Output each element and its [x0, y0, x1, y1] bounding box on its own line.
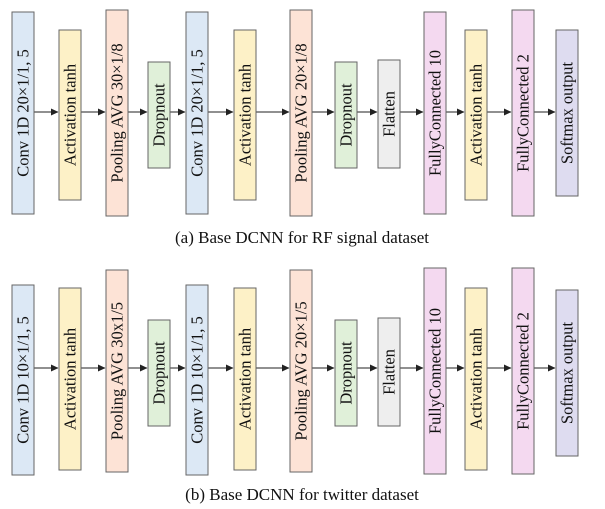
layer-block-rect	[464, 287, 488, 471]
layer-block-rect	[185, 284, 209, 476]
layer-label: FullyConnected 10	[426, 308, 445, 434]
layer-block-softmax: Softmax output	[555, 289, 579, 457]
layer-block-pooling: Pooling AVG 30×1/8	[105, 9, 129, 217]
layer-block-conv: Conv 1D 10×1/1, 5	[11, 284, 35, 476]
layer-block-fully-connected: FullyConnected 10	[423, 11, 447, 215]
layer-label: Softmax output	[558, 321, 577, 424]
layer-block-rect	[423, 11, 447, 215]
layer-block-flatten: Flatten	[377, 59, 401, 169]
layer-block-rect	[185, 11, 209, 215]
layer-label: Activation tanh	[467, 327, 486, 430]
layer-block-activation: Activation tanh	[233, 29, 257, 201]
layer-label: Activation tanh	[61, 63, 80, 166]
layer-block-rect	[105, 269, 129, 473]
layer-block-rect	[58, 287, 82, 471]
diagram-caption: (b) Base DCNN for twitter dataset	[185, 485, 419, 504]
layer-label: Conv 1D 10×1/1, 5	[188, 316, 207, 444]
diagram-twitter: Conv 1D 10×1/1, 5 Activation tanh Pooling …	[11, 267, 579, 504]
layer-label: Conv 1D 20×1/1, 5	[188, 49, 207, 177]
layer-block-rect	[233, 287, 257, 471]
layer-block-activation: Activation tanh	[464, 29, 488, 201]
layer-block-conv: Conv 1D 20×1/1, 5	[185, 11, 209, 215]
layer-block-rect	[555, 289, 579, 457]
layer-label: Conv 1D 10×1/1, 5	[14, 316, 33, 444]
layer-block-rect	[58, 29, 82, 201]
layer-block-pooling: Pooling AVG 20×1/5	[289, 269, 313, 473]
layer-block-rect	[105, 9, 129, 217]
layer-block-fully-connected: FullyConnected 10	[423, 267, 447, 475]
layer-block-rect	[289, 9, 313, 217]
layer-block-fully-connected: FullyConnected 2	[511, 267, 535, 475]
layer-block-dropout: Dropnout	[334, 61, 358, 169]
layer-label: Dropnout	[337, 341, 356, 405]
layer-block-rect	[464, 29, 488, 201]
layer-label: Activation tanh	[236, 327, 255, 430]
layer-block-rect	[334, 319, 358, 427]
layer-label: FullyConnected 2	[514, 312, 533, 430]
diagram-caption: (a) Base DCNN for RF signal dataset	[175, 228, 429, 247]
diagram-rf-signal: Conv 1D 20×1/1, 5 Activation tanh Pooling …	[11, 9, 579, 247]
layer-block-pooling: Pooling AVG 20×1/8	[289, 9, 313, 217]
layer-block-rect	[423, 267, 447, 475]
layer-label: Dropnout	[150, 341, 169, 405]
layer-label: Flatten	[380, 349, 399, 395]
layer-block-rect	[147, 319, 171, 427]
layer-label: Pooling AVG 30x1/5	[108, 302, 127, 440]
layer-block-fully-connected: FullyConnected 2	[511, 9, 535, 217]
layer-label: Dropnout	[337, 83, 356, 147]
layer-block-activation: Activation tanh	[233, 287, 257, 471]
layer-label: Dropnout	[150, 83, 169, 147]
layer-block-rect	[289, 269, 313, 473]
layer-block-rect	[377, 59, 401, 169]
layer-label: Activation tanh	[236, 63, 255, 166]
layer-block-rect	[11, 284, 35, 476]
layer-block-rect	[11, 11, 35, 215]
layer-block-flatten: Flatten	[377, 317, 401, 427]
layer-block-conv: Conv 1D 20×1/1, 5	[11, 11, 35, 215]
layer-label: Pooling AVG 30×1/8	[108, 43, 127, 182]
layer-block-activation: Activation tanh	[464, 287, 488, 471]
layer-label: FullyConnected 2	[514, 54, 533, 172]
layer-block-rect	[511, 9, 535, 217]
layer-block-dropout: Dropnout	[334, 319, 358, 427]
layer-block-rect	[147, 61, 171, 169]
layer-block-rect	[511, 267, 535, 475]
layer-label: Activation tanh	[467, 63, 486, 166]
layer-block-rect	[233, 29, 257, 201]
layer-label: Conv 1D 20×1/1, 5	[14, 49, 33, 177]
layer-block-pooling: Pooling AVG 30x1/5	[105, 269, 129, 473]
layer-label: Flatten	[380, 91, 399, 137]
layer-block-dropout: Dropnout	[147, 319, 171, 427]
layer-block-rect	[555, 29, 579, 197]
layer-label: Pooling AVG 20×1/5	[292, 301, 311, 440]
layer-label: Activation tanh	[61, 327, 80, 430]
layer-block-activation: Activation tanh	[58, 287, 82, 471]
layer-block-rect	[334, 61, 358, 169]
layer-label: Pooling AVG 20×1/8	[292, 43, 311, 182]
layer-label: FullyConnected 10	[426, 50, 445, 176]
layer-block-conv: Conv 1D 10×1/1, 5	[185, 284, 209, 476]
layer-block-dropout: Dropnout	[147, 61, 171, 169]
layer-block-rect	[377, 317, 401, 427]
layer-block-softmax: Softmax output	[555, 29, 579, 197]
layer-block-activation: Activation tanh	[58, 29, 82, 201]
layer-label: Softmax output	[558, 61, 577, 164]
